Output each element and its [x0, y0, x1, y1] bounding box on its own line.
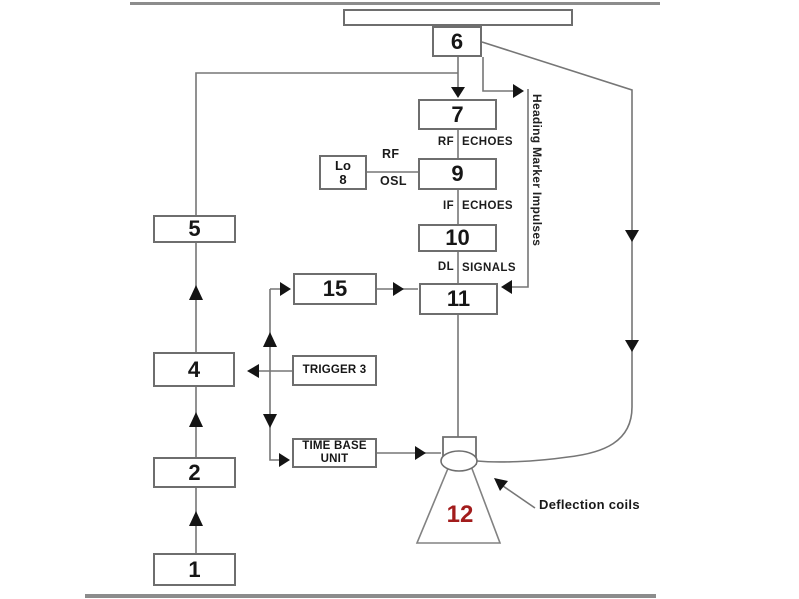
- arrow-into-box15: [280, 282, 291, 296]
- time-base-label-line1: TIME BASE: [302, 440, 367, 452]
- arrow-box4-to-box5: [189, 285, 203, 300]
- box-1-label: 1: [188, 556, 201, 582]
- wires-group: [195, 41, 633, 553]
- label-deflection-coils: Deflection coils: [539, 497, 640, 512]
- box-7-label: 7: [451, 101, 464, 127]
- box-lo-label-line1: Lo: [335, 157, 351, 173]
- box-time-base-unit: TIME BASE UNIT: [292, 438, 377, 468]
- wire-right-rail: [481, 41, 633, 407]
- box-6-label: 6: [450, 28, 464, 54]
- wire-deflection-pointer: [502, 485, 536, 509]
- box-15-label: 15: [322, 276, 348, 301]
- label-heading-marker-impulses: Heading Marker Impulses: [530, 94, 544, 247]
- box-5: 5: [153, 215, 236, 243]
- box-9-label: 9: [451, 161, 464, 186]
- label-dl-signals-left: DL: [437, 261, 454, 273]
- arrow-branch-up: [263, 332, 277, 347]
- arrow-rail-down-1: [625, 230, 639, 242]
- wire-box6-to-heading: [482, 57, 519, 92]
- arrow-into-box7: [451, 87, 465, 98]
- bottom-divider-bar: [85, 594, 656, 598]
- arrow-into-box11-right: [501, 280, 512, 294]
- arrow-box2-to-box4: [189, 412, 203, 427]
- box-15: 15: [293, 273, 377, 305]
- box-7: 7: [418, 99, 497, 130]
- box-trigger-3: TRIGGER 3: [292, 355, 377, 386]
- box-5-label: 5: [188, 216, 201, 241]
- box-4: 4: [153, 352, 235, 387]
- box-9: 9: [418, 158, 497, 190]
- arrow-tbu-to-crt: [415, 446, 426, 460]
- label-dl-signals-right: SIGNALS: [462, 262, 516, 274]
- top-divider-bar: [130, 2, 660, 5]
- box-2: 2: [153, 457, 236, 488]
- label-if-echoes-left: IF: [442, 200, 454, 212]
- crt-number-12: 12: [446, 501, 474, 528]
- label-rf-echoes-right: ECHOES: [462, 136, 513, 148]
- arrow-rail-down-2: [625, 340, 639, 352]
- time-base-label-line2: UNIT: [320, 453, 349, 465]
- wire-rail-curve-to-coil: [476, 406, 633, 463]
- box-11-label: 11: [446, 286, 471, 311]
- arrow-trigger-to-box4: [247, 364, 259, 378]
- crt-funnel: [415, 465, 502, 544]
- box-6: 6: [432, 26, 482, 57]
- box-4-label: 4: [187, 356, 201, 382]
- arrow-box1-to-box2: [189, 511, 203, 526]
- arrowheads-group: [189, 84, 639, 526]
- label-lo-osl: OSL: [380, 174, 407, 188]
- box-2-label: 2: [188, 459, 201, 485]
- arrow-into-heading-line: [513, 84, 524, 98]
- wire-heading-marker: [505, 89, 529, 288]
- arrow-deflection-pointer: [494, 478, 508, 491]
- label-lo-rf: RF: [382, 147, 400, 161]
- box-1: 1: [153, 553, 236, 586]
- crt-group: [415, 436, 502, 544]
- wire-trigger-branch: [269, 289, 287, 461]
- box-10-label: 10: [445, 225, 470, 250]
- label-if-echoes-right: ECHOES: [462, 200, 513, 212]
- box-11: 11: [419, 283, 498, 315]
- box-lo-8: Lo 8: [319, 155, 367, 190]
- arrow-branch-down: [263, 414, 277, 428]
- label-rf-echoes-left: RF: [437, 136, 454, 148]
- trigger-3-label: TRIGGER 3: [302, 364, 367, 376]
- box-10: 10: [418, 224, 497, 252]
- box-lo-label-line2: 8: [339, 171, 347, 187]
- arrow-into-tbu: [279, 453, 290, 467]
- deflection-coil-ellipse: [440, 450, 478, 472]
- arrow-box15-to-box11: [393, 282, 404, 296]
- wire-box5-to-top: [195, 72, 458, 215]
- antenna-bar: [343, 9, 573, 26]
